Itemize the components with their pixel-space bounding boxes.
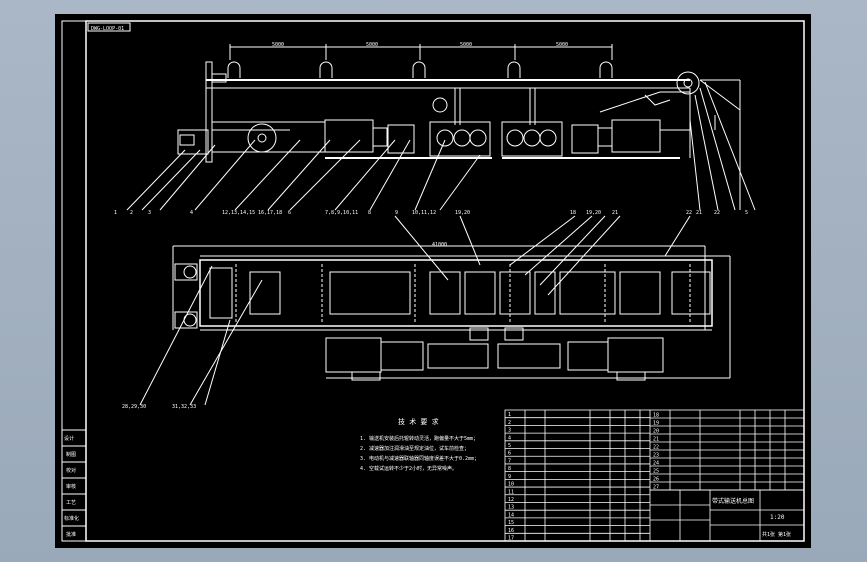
bom-left-row-no: 11 bbox=[508, 489, 514, 495]
note-3: 3. 电动机与减速器联轴器同轴度误差不大于0.2mm； bbox=[360, 455, 479, 462]
gearbox-right bbox=[501, 121, 563, 157]
bom-left-row-no: 4 bbox=[508, 435, 511, 441]
side-label-4: 审核 bbox=[66, 483, 76, 490]
plan-view bbox=[139, 215, 731, 406]
dim-top-3: 5000 bbox=[460, 42, 472, 48]
callout-top-6: 16,17,18 bbox=[258, 210, 282, 216]
bom-left-row-no: 17 bbox=[508, 536, 514, 542]
bom-right-row-no: 23 bbox=[653, 453, 659, 459]
bom-right-row-no: 18 bbox=[653, 413, 659, 419]
bom-left-row-no: 10 bbox=[508, 482, 514, 488]
side-signature-box bbox=[61, 429, 87, 542]
drawing-code-box bbox=[87, 22, 131, 32]
title-block-scale: 1:20 bbox=[770, 514, 785, 521]
bom-left-row-no: 2 bbox=[508, 420, 511, 426]
dim-plan: 41000 bbox=[432, 242, 447, 248]
callout-top-4: 4 bbox=[190, 210, 193, 216]
callout-top-13: 21 bbox=[696, 210, 702, 216]
bom-left-row-no: 5 bbox=[508, 443, 511, 449]
bom-left-row-no: 9 bbox=[508, 474, 511, 480]
callout-plan-4: 22 bbox=[686, 210, 692, 216]
title-block-sheet: 共1张 第1张 bbox=[762, 531, 791, 538]
bom-left-row-no: 15 bbox=[508, 520, 514, 526]
side-label-2: 制图 bbox=[66, 451, 76, 458]
title-block-title: 带式输送机总图 bbox=[712, 497, 754, 505]
bom-right-row-no: 21 bbox=[653, 437, 659, 443]
callout-plan-1: 18 bbox=[570, 210, 576, 216]
dim-top-2: 5000 bbox=[366, 42, 378, 48]
side-label-5: 工艺 bbox=[66, 500, 76, 506]
side-label-3: 校对 bbox=[66, 467, 76, 474]
bom-left-row-no: 6 bbox=[508, 451, 511, 457]
bom-right-row-no: 26 bbox=[653, 477, 659, 483]
bom-right-row-no: 20 bbox=[653, 429, 659, 435]
callout-top-12: 19,20 bbox=[455, 210, 470, 216]
engineering-drawing: DWG-LOOP-01 bbox=[61, 20, 805, 542]
callout-top-9: 8 bbox=[368, 210, 371, 216]
bom-table bbox=[504, 409, 805, 542]
elevation-view bbox=[126, 44, 756, 211]
dim-top-4: 5000 bbox=[556, 42, 568, 48]
callout-top-5: 12,13,14,15 bbox=[222, 210, 255, 216]
bom-left-row-no: 8 bbox=[508, 466, 511, 472]
bom-right-row-no: 27 bbox=[653, 485, 659, 491]
coupling-left bbox=[387, 124, 415, 154]
motor-right bbox=[611, 119, 661, 153]
callout-top-11: 10,11,12 bbox=[412, 210, 436, 216]
callout-plan-3: 21 bbox=[612, 210, 618, 216]
bom-left-row-no: 1 bbox=[508, 412, 511, 418]
callout-plan-2: 19,20 bbox=[586, 210, 601, 216]
side-label-7: 批准 bbox=[66, 531, 76, 538]
callout-top-2: 2 bbox=[130, 210, 133, 216]
bom-right-row-no: 24 bbox=[653, 461, 659, 467]
gearbox-left bbox=[429, 121, 491, 157]
bom-right-row-no: 19 bbox=[653, 421, 659, 427]
bom-right-row-no: 22 bbox=[653, 445, 659, 451]
callout-low-2: 31,32,33 bbox=[172, 404, 196, 410]
callout-top-3: 3 bbox=[148, 210, 151, 216]
bom-left-row-no: 14 bbox=[508, 512, 514, 518]
drawing-code: DWG-LOOP-01 bbox=[91, 26, 124, 32]
bom-left-row-no: 16 bbox=[508, 528, 514, 534]
inner-border bbox=[85, 20, 805, 542]
dim-top-1: 5000 bbox=[272, 42, 284, 48]
bom-left-row-no: 13 bbox=[508, 505, 514, 511]
callout-top-14: 22 bbox=[714, 210, 720, 216]
callout-top-7: 6 bbox=[288, 210, 291, 216]
bom-left-row-no: 3 bbox=[508, 428, 511, 434]
motor-left bbox=[324, 119, 374, 153]
note-2: 2. 减速器加注润滑油至规定油位，试车前检查； bbox=[360, 445, 469, 452]
idler-rollers bbox=[227, 61, 613, 78]
bom-left-row-no: 7 bbox=[508, 458, 511, 464]
coupling-right bbox=[571, 124, 599, 154]
bom-right-row-no: 25 bbox=[653, 469, 659, 475]
bom-left-row-no: 12 bbox=[508, 497, 514, 503]
technical-notes: 技 术 要 求 1. 输送机安装后托辊转动灵活，跑偏量不大于5mm； 2. 减速… bbox=[360, 417, 479, 472]
note-1: 1. 输送机安装后托辊转动灵活，跑偏量不大于5mm； bbox=[360, 435, 478, 442]
callout-top-10: 9 bbox=[395, 210, 398, 216]
callout-top-15: 5 bbox=[745, 210, 748, 216]
notes-heading: 技 术 要 求 bbox=[398, 417, 439, 426]
note-4: 4. 空载试运转不少于2小时，无异常噪声。 bbox=[360, 465, 457, 472]
callout-top-8: 7,8,9,10,11 bbox=[325, 210, 358, 216]
drawing-sheet: DWG-LOOP-01 bbox=[55, 14, 811, 548]
side-label-1: 设计 bbox=[64, 435, 74, 442]
callout-low-1: 28,29,30 bbox=[122, 404, 146, 410]
side-label-6: 标准化 bbox=[64, 515, 79, 522]
callout-top-1: 1 bbox=[114, 210, 117, 216]
